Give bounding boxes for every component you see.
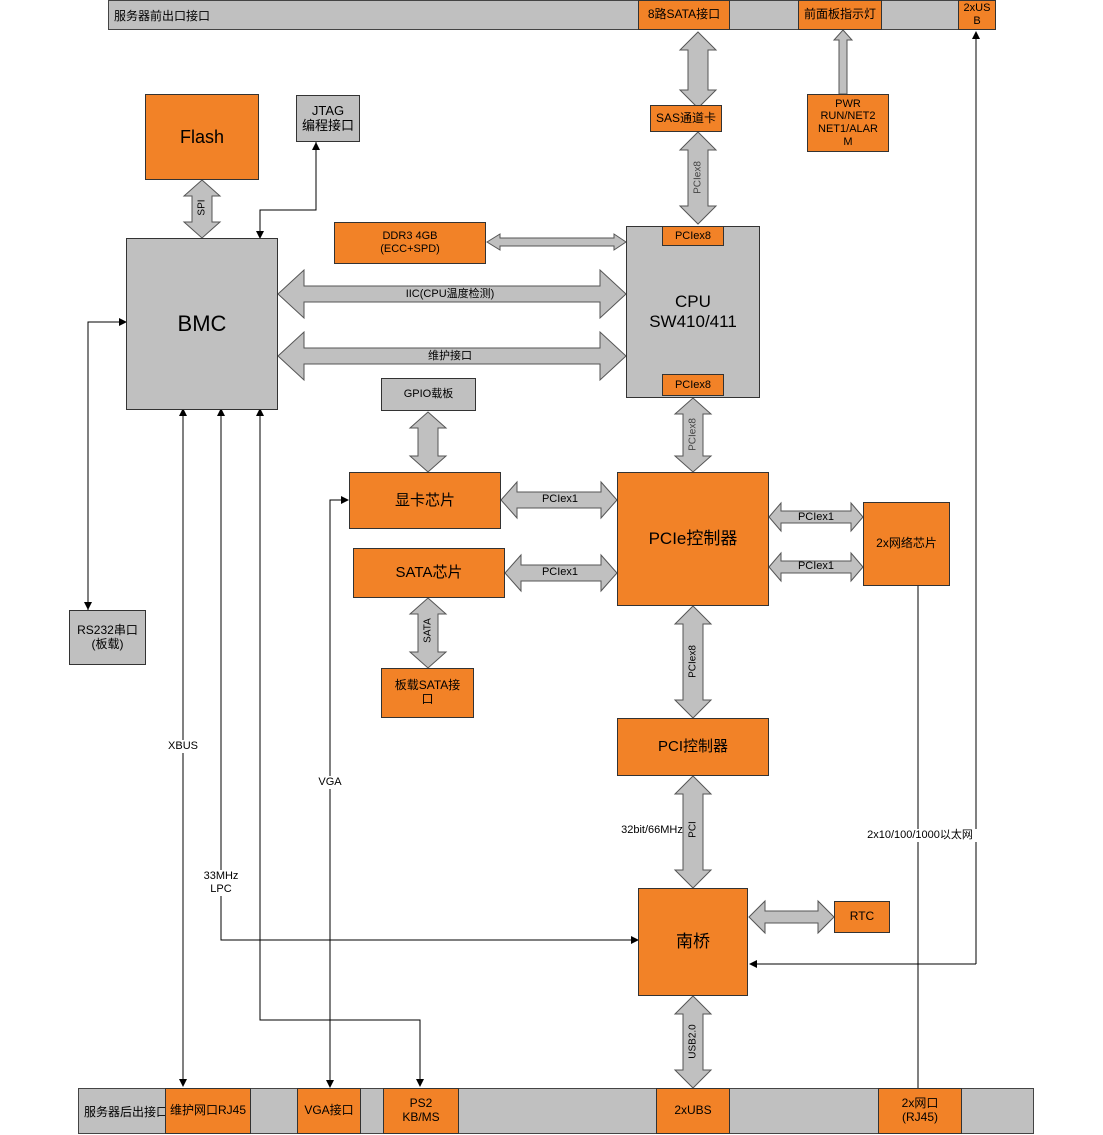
arrow-sata-sas xyxy=(678,31,718,109)
wire-jtag-bmc xyxy=(256,142,317,239)
pciex1-net-b-label: PCIex1 xyxy=(797,560,835,572)
pciex1-net-a-label: PCIex1 xyxy=(797,511,835,523)
cpu-pcie-top: PCIex8 xyxy=(662,226,724,246)
lpc-label: 33MHz LPC xyxy=(198,870,244,897)
pciex1-gpu-label: PCIex1 xyxy=(541,493,579,505)
pcie-controller-block: PCIe控制器 xyxy=(617,472,769,606)
wire-lpc xyxy=(220,410,639,944)
arrow-led-front xyxy=(832,29,854,95)
ethernet-label: 2x10/100/1000以太网 xyxy=(858,829,982,843)
arrow-ddr3-cpu xyxy=(486,233,627,251)
pciex8-sas-label: PCIex8 xyxy=(692,161,704,194)
wire-ps2 xyxy=(259,410,424,1087)
bmc-block: BMC xyxy=(126,238,278,410)
xbus-label: XBUS xyxy=(163,740,203,754)
wire-vga xyxy=(329,496,349,1086)
vga-label: VGA xyxy=(312,776,348,790)
cpu-pcie-bottom: PCIex8 xyxy=(662,374,724,396)
sata-chip-block: SATA芯片 xyxy=(353,548,505,598)
pci-speed-label: 32bit/66MHz xyxy=(621,824,683,836)
wire-rs232 xyxy=(87,318,127,610)
arrow-sas-cpu xyxy=(678,131,718,225)
flash-block: Flash xyxy=(145,94,259,180)
front-usb-port: 2xUS B xyxy=(958,0,996,30)
led-signals-block: PWR RUN/NET2 NET1/ALAR M xyxy=(807,94,889,152)
front-panel-led: 前面板指示灯 xyxy=(798,0,882,30)
pci-label: PCI xyxy=(687,821,699,838)
maint-interface-label: 维护接口 xyxy=(428,350,472,362)
arrow-gpio-gpu xyxy=(408,411,448,473)
pci-controller-block: PCI控制器 xyxy=(617,718,769,776)
arrow-sb-rtc xyxy=(748,899,835,935)
front-sata8-port: 8路SATA接口 xyxy=(638,0,730,30)
rear-usb-port: 2xUBS xyxy=(656,1088,730,1134)
rear-ps2-port: PS2 KB/MS xyxy=(383,1088,459,1134)
rs232-block: RS232串口 (板载) xyxy=(69,610,146,665)
jtag-block: JTAG 编程接口 xyxy=(296,95,360,142)
front-bar-title: 服务器前出口接口 xyxy=(114,8,211,23)
rear-bar-title: 服务器后出接口 xyxy=(84,1104,169,1119)
iic-label: IIC(CPU温度检测) xyxy=(405,288,495,300)
pciex1-sata-label: PCIex1 xyxy=(541,566,579,578)
rear-vga-port: VGA接口 xyxy=(297,1088,361,1134)
rear-maint-rj45: 维护网口RJ45 xyxy=(165,1088,251,1134)
pciex8-pci-label: PCIex8 xyxy=(687,645,699,678)
usb20-label: USB2.0 xyxy=(687,1024,699,1059)
gpio-board-block: GPIO载板 xyxy=(381,378,476,411)
rear-net-rj45: 2x网口 (RJ45) xyxy=(878,1088,962,1134)
onboard-sata-block: 板载SATA接 口 xyxy=(381,668,474,718)
gpu-chip-block: 显卡芯片 xyxy=(349,472,501,529)
southbridge-block: 南桥 xyxy=(638,888,748,996)
net-chip-block: 2x网络芯片 xyxy=(863,502,950,586)
spi-label: SPI xyxy=(196,199,208,216)
sata-link-label: SATA xyxy=(422,618,434,643)
sas-card-block: SAS通道卡 xyxy=(650,105,722,132)
cpu-block: CPU SW410/411 xyxy=(626,226,760,398)
ddr3-block: DDR3 4GB (ECC+SPD) xyxy=(334,222,486,264)
pciex8-cpu-label: PCIex8 xyxy=(687,418,699,451)
rtc-block: RTC xyxy=(834,901,890,933)
